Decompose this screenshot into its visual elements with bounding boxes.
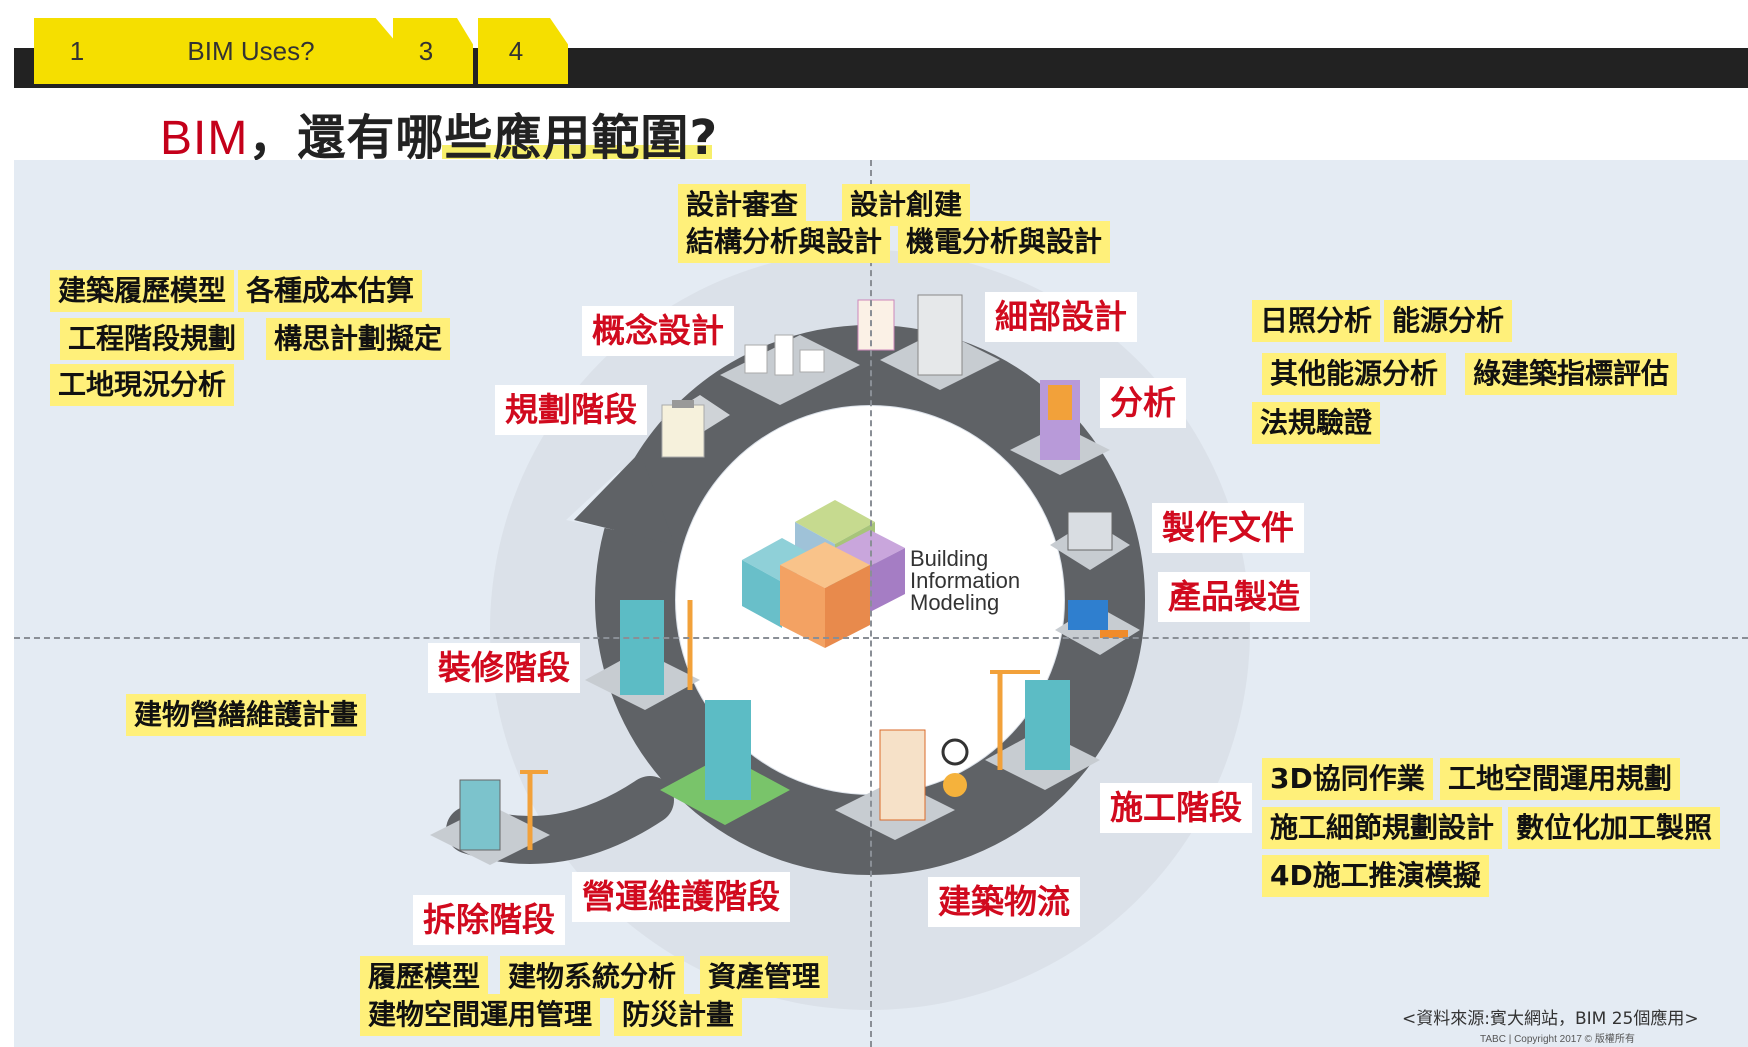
use-digital-fabrication: 數位化加工製照 xyxy=(1508,807,1721,849)
operation-tile-icon xyxy=(660,700,790,825)
stage-fabrication: 產品製造 xyxy=(1158,572,1310,622)
bim-logo-line2: Information xyxy=(910,568,1021,593)
use-energy-analysis: 能源分析 xyxy=(1384,300,1513,342)
tab-1-label: 1 xyxy=(69,35,85,66)
use-cost-estimation: 各種成本估算 xyxy=(238,270,423,312)
use-site-utilization-planning: 工地空間運用規劃 xyxy=(1440,758,1681,800)
detail-tile-icon xyxy=(857,294,1000,390)
source-note: <資料來源:賓大網站，BIM 25個應用> xyxy=(1402,1009,1699,1029)
use-structural-analysis: 結構分析與設計 xyxy=(678,221,891,263)
use-mep-analysis: 機電分析與設計 xyxy=(898,221,1111,263)
stage-logistics: 建築物流 xyxy=(928,877,1080,927)
stage-analysis: 分析 xyxy=(1100,378,1186,428)
quadrant-divider-horizontal xyxy=(14,637,1748,639)
use-construction-system-design: 施工細節規劃設計 xyxy=(1262,807,1503,849)
construction-tile-icon xyxy=(985,670,1100,790)
title-rest: ，還有哪些應用範圍? xyxy=(248,110,719,166)
tab-4-label: 4 xyxy=(508,35,524,66)
demolition-tile-icon xyxy=(430,770,550,865)
stage-operation: 營運維護階段 xyxy=(572,872,790,922)
use-phase-planning: 工程階段規劃 xyxy=(60,318,245,360)
use-green-building-evaluation: 綠建築指標評估 xyxy=(1465,353,1678,395)
tab-1[interactable]: 1 xyxy=(34,18,134,84)
tab-3[interactable]: 3 xyxy=(393,18,473,84)
title-bim: BIM xyxy=(160,112,249,165)
use-site-analysis: 工地現況分析 xyxy=(50,364,235,406)
use-other-energy-analysis: 其他能源分析 xyxy=(1262,353,1447,395)
planning-tile-icon xyxy=(660,395,730,458)
use-record-model-ops: 履歷模型 xyxy=(360,956,489,998)
use-code-validation: 法規驗證 xyxy=(1252,402,1381,444)
title-highlight xyxy=(442,145,712,159)
use-record-model: 建築履歷模型 xyxy=(50,270,235,312)
bim-logo-text: Building Information Modeling xyxy=(910,548,1020,614)
bim-logo-line3: Modeling xyxy=(910,590,1000,615)
stage-detail-design: 細部設計 xyxy=(985,292,1137,342)
use-design-review: 設計審查 xyxy=(678,184,807,226)
analysis-tile-icon xyxy=(1010,380,1110,475)
stage-concept-design: 概念設計 xyxy=(582,306,734,356)
quadrant-divider-vertical xyxy=(870,160,872,1047)
use-asset-management: 資產管理 xyxy=(700,956,829,998)
use-programming: 構思計劃擬定 xyxy=(266,318,451,360)
renovation-tile-icon xyxy=(585,600,700,710)
stage-construction: 施工階段 xyxy=(1100,783,1252,833)
logistics-tile-icon xyxy=(835,729,969,840)
use-design-authoring: 設計創建 xyxy=(842,184,971,226)
tab-4[interactable]: 4 xyxy=(478,18,568,84)
fabrication-tile-icon xyxy=(1055,600,1140,655)
tab-3-label: 3 xyxy=(418,35,434,66)
copyright-note: TABC | Copyright 2017 © 版權所有 xyxy=(1480,1034,1635,1045)
stage-renovation: 裝修階段 xyxy=(428,643,580,693)
tab-bim-uses[interactable]: BIM Uses? xyxy=(118,18,398,84)
stage-planning: 規劃階段 xyxy=(495,385,647,435)
page-title: BIM，還有哪些應用範圍? xyxy=(160,98,718,168)
stage-documentation: 製作文件 xyxy=(1152,503,1304,553)
use-space-management: 建物空間運用管理 xyxy=(360,994,601,1036)
stage-demolition: 拆除階段 xyxy=(413,895,565,945)
use-building-system-analysis: 建物系統分析 xyxy=(500,956,685,998)
concept-tile-icon xyxy=(720,334,860,405)
use-3d-coordination: 3D協同作業 xyxy=(1262,758,1433,800)
use-maintenance-scheduling: 建物營繕維護計畫 xyxy=(126,694,367,736)
use-disaster-planning: 防災計畫 xyxy=(614,994,743,1036)
use-4d-modeling: 4D施工推演模擬 xyxy=(1262,855,1489,897)
documentation-tile-icon xyxy=(1050,511,1130,570)
use-daylight-analysis: 日照分析 xyxy=(1252,300,1381,342)
tab-bim-uses-label: BIM Uses? xyxy=(187,35,315,66)
bim-logo-line1: Building xyxy=(910,546,989,571)
cycle-arrowhead xyxy=(574,452,675,545)
